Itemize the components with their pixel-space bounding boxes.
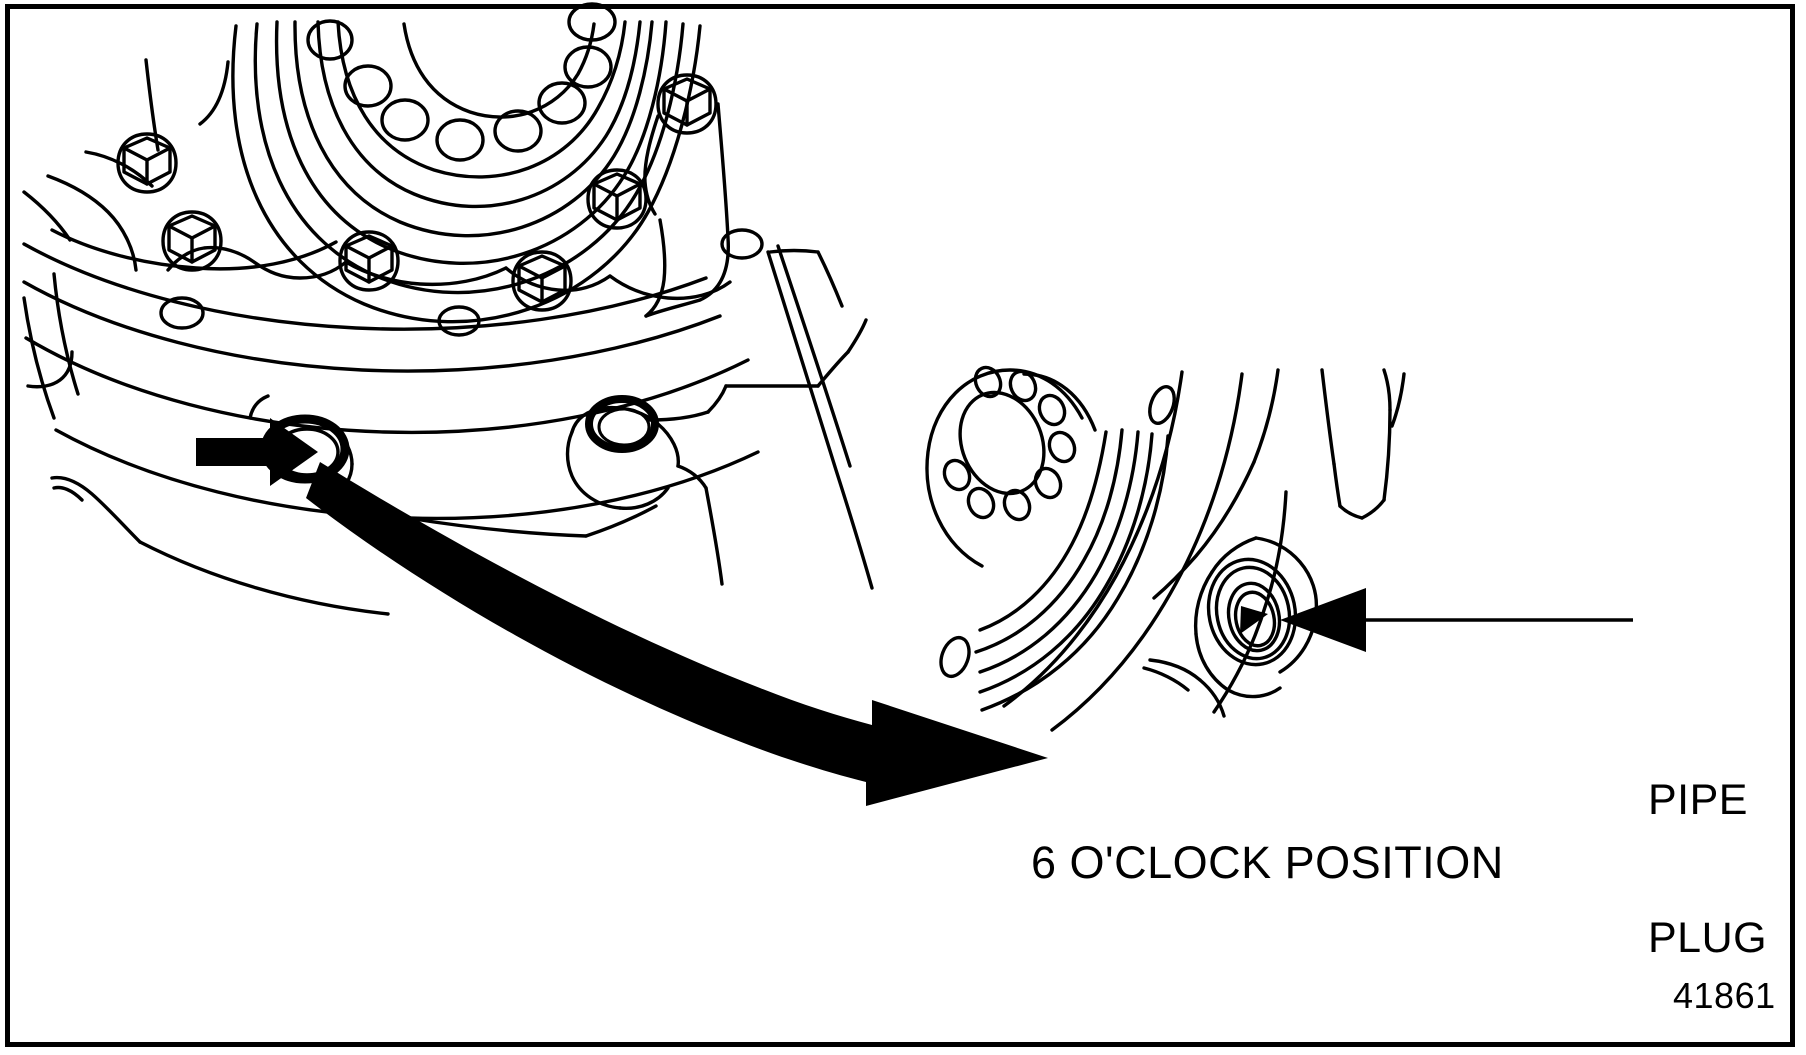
main-view-hex-bolts: [116, 73, 718, 312]
hex-bolt: [511, 250, 573, 312]
figure-border: [5, 4, 1795, 1047]
main-view-upper-left-casting: [22, 58, 230, 420]
hex-bolt: [586, 168, 648, 230]
detail-view-plug-boss: [1142, 536, 1319, 718]
hex-bolt: [161, 210, 223, 272]
position-caption: 6 O'CLOCK POSITION: [1031, 837, 1504, 888]
pipe-plug-label-line2: PLUG: [1648, 914, 1768, 962]
secondary-port-main-view: [585, 395, 659, 453]
main-view-flywheel: [231, 2, 702, 324]
callout-curved-arrow: [306, 462, 1048, 806]
hex-bolt: [656, 73, 718, 135]
main-view-housing-body: [22, 102, 874, 616]
detail-view-housing-contours: [939, 368, 1406, 732]
pipe-plug-label-line1: PIPE: [1648, 776, 1748, 824]
hex-bolt: [338, 230, 400, 292]
detail-view-flywheel-hub: [925, 365, 1170, 712]
pipe-plug-label: PIPE PLUG: [1648, 693, 1767, 1046]
figure-reference-number: 41861: [1673, 975, 1776, 1016]
plug-drive-recess: [1240, 606, 1268, 634]
hex-bolt: [116, 132, 178, 194]
pointer-arrow-main-port: [196, 418, 318, 486]
leader-arrowhead-pipe-plug: [1280, 588, 1366, 652]
